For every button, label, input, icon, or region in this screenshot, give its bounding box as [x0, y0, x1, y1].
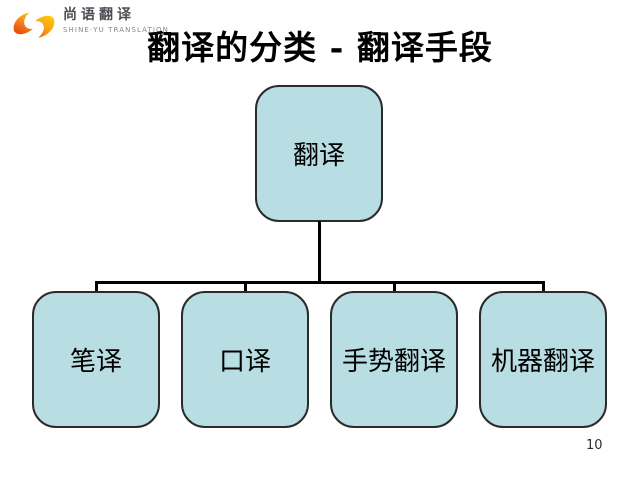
org-node-root: 翻译: [255, 85, 383, 222]
shine-yu-swirl-icon: [13, 12, 55, 38]
connector-root-stem: [318, 221, 321, 283]
org-node-written-translation: 笔译: [32, 291, 160, 428]
connector-stub-3: [393, 281, 396, 292]
logo-name-zh: 尚语翻译: [63, 7, 135, 23]
page-number: 10: [586, 438, 603, 453]
logo-name-en: SHINE·YU TRANSLATION: [63, 25, 169, 34]
org-node-machine-translation: 机器翻译: [479, 291, 607, 428]
connector-horizontal-rail: [95, 281, 545, 284]
org-node-oral-interpretation: 口译: [181, 291, 309, 428]
connector-stub-2: [244, 281, 247, 292]
org-node-sign-language-translation: 手势翻译: [330, 291, 458, 428]
logo-text: 尚语翻译 SHINE·YU TRANSLATION: [63, 7, 169, 34]
connector-stub-4: [542, 281, 545, 292]
connector-stub-1: [95, 281, 98, 292]
slide-title: 翻译的分类 - 翻译手段: [147, 28, 493, 67]
logo: 尚语翻译 SHINE·YU TRANSLATION: [10, 7, 169, 41]
